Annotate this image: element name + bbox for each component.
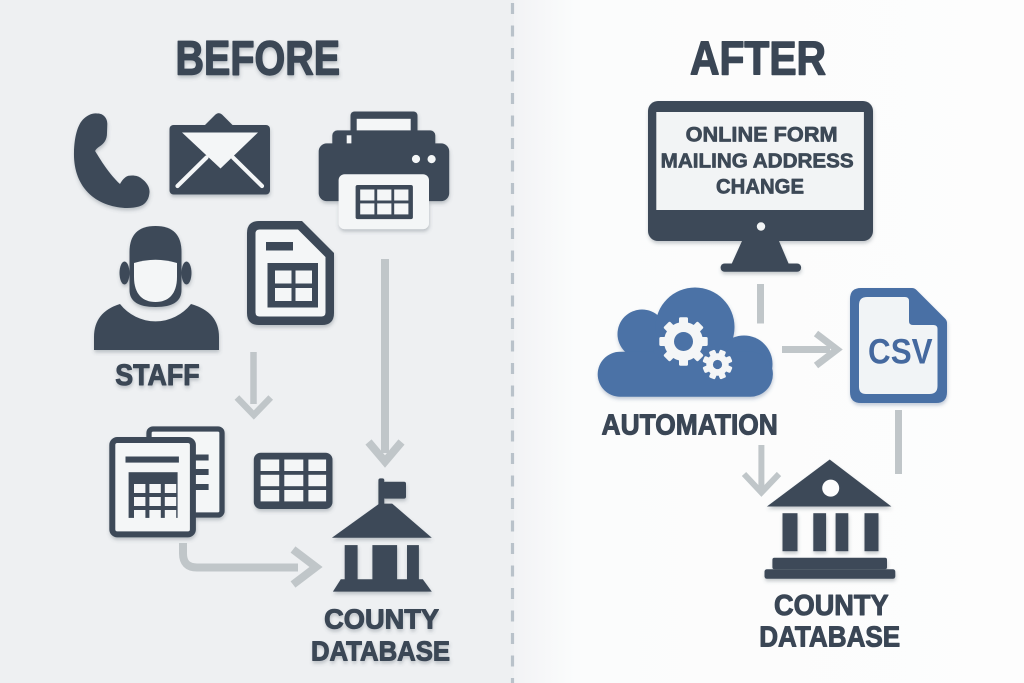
svg-text:AFTER: AFTER bbox=[690, 32, 826, 85]
svg-text:CSV: CSV bbox=[868, 333, 933, 372]
svg-text:BEFORE: BEFORE bbox=[176, 33, 341, 86]
svg-text:ONLINE FORM: ONLINE FORM bbox=[686, 124, 838, 147]
svg-text:STAFF: STAFF bbox=[115, 359, 199, 392]
svg-text:DATABASE: DATABASE bbox=[759, 621, 900, 653]
svg-text:COUNTY: COUNTY bbox=[774, 589, 889, 621]
svg-text:CHANGE: CHANGE bbox=[716, 175, 804, 198]
svg-text:AUTOMATION: AUTOMATION bbox=[602, 410, 778, 442]
svg-text:DATABASE: DATABASE bbox=[311, 635, 450, 666]
svg-text:MAILING ADDRESS: MAILING ADDRESS bbox=[661, 150, 854, 173]
svg-text:COUNTY: COUNTY bbox=[324, 604, 439, 635]
